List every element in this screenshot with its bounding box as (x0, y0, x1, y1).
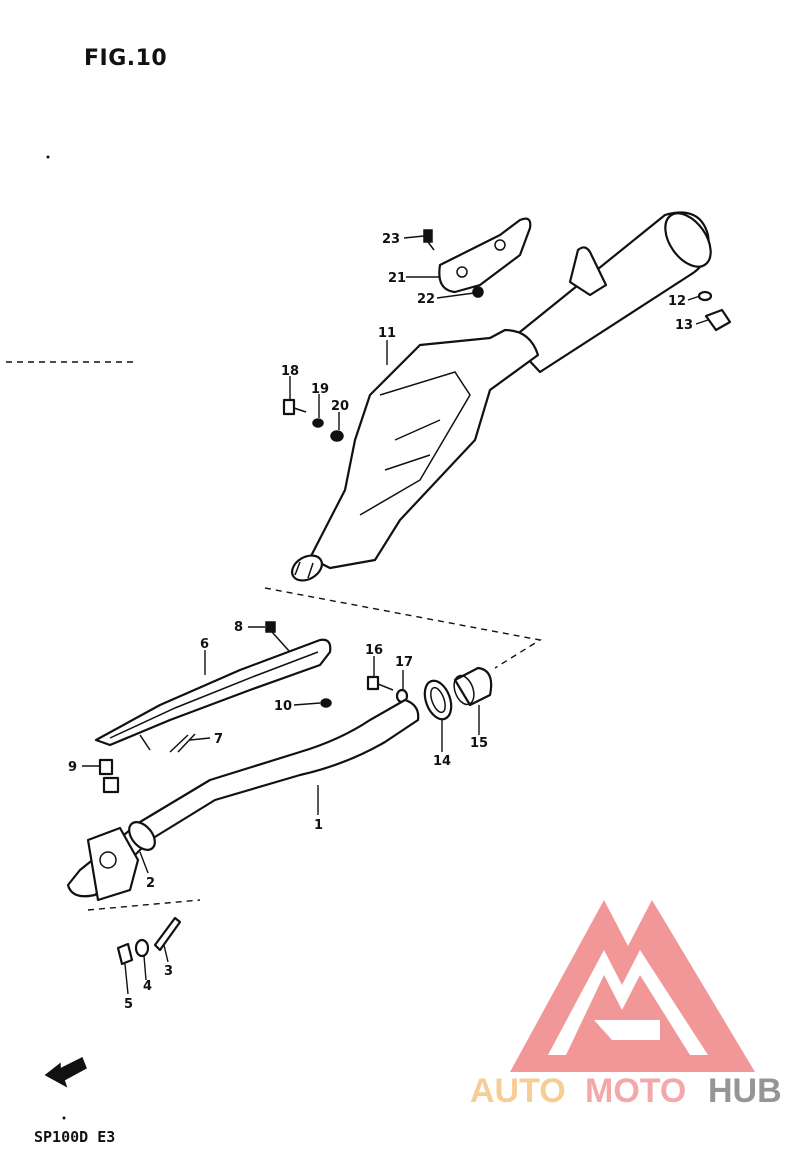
watermark-text-auto: AUTO (470, 1072, 566, 1110)
part-12-washer (697, 290, 713, 302)
speck (62, 1116, 66, 1120)
callout-21: 21 (388, 271, 406, 286)
part-18-bolt (282, 398, 307, 416)
part-15-gasket (453, 666, 493, 707)
callout-22: 22 (417, 292, 435, 307)
part-6-heat-guard (94, 638, 332, 751)
callout-4: 4 (143, 979, 152, 994)
callout-1: 1 (314, 818, 323, 833)
part-8-bolt (265, 621, 291, 653)
callout-19: 19 (311, 382, 329, 397)
assembly-line (264, 587, 542, 669)
callout-3: 3 (164, 964, 173, 979)
callout-5: 5 (124, 997, 133, 1012)
callout-17: 17 (395, 655, 413, 670)
callout-14: 14 (433, 754, 451, 769)
callout-13: 13 (675, 318, 693, 333)
watermark-text-hub: HUB (708, 1072, 782, 1110)
callout-labels: 1 2 3 4 5 6 7 8 9 10 11 12 13 14 15 16 1… (68, 232, 693, 1012)
callout-18: 18 (281, 364, 299, 379)
callout-10: 10 (274, 699, 292, 714)
muffler-assembly (290, 211, 712, 582)
part-3-stud (153, 916, 182, 952)
watermark-logo: AUTO MOTO HUB (470, 900, 782, 1110)
part-13-nut (704, 308, 732, 332)
callout-11: 11 (378, 326, 396, 341)
part-7-clamp (169, 733, 196, 753)
model-code: SP100D E3 (34, 1128, 116, 1146)
callout-16: 16 (365, 643, 383, 658)
callout-9: 9 (68, 760, 77, 775)
leader-lines (82, 235, 709, 995)
callout-6: 6 (200, 637, 209, 652)
part-9-clip (98, 758, 120, 794)
part-1-exhaust-pipe (66, 698, 420, 902)
part-14-clamp (423, 679, 453, 721)
callout-23: 23 (382, 232, 400, 247)
speck (46, 155, 50, 159)
part-4-washer (134, 938, 150, 958)
callout-2: 2 (146, 876, 155, 891)
callout-20: 20 (331, 399, 349, 414)
front-arrow-icon (44, 1056, 87, 1088)
part-20-nut (330, 430, 344, 442)
callout-8: 8 (234, 620, 243, 635)
part-10-nut (320, 698, 332, 708)
callout-15: 15 (470, 736, 488, 751)
part-21-bracket (438, 217, 532, 294)
part-22-nut (472, 286, 484, 298)
callout-12: 12 (668, 294, 686, 309)
part-19-washer (312, 418, 324, 428)
part-23-bolt (423, 229, 435, 251)
part-16-bolt (366, 675, 394, 691)
fig-title: FIG.10 (84, 46, 168, 71)
watermark-text-moto: MOTO (585, 1072, 686, 1110)
part-5-nut (116, 942, 134, 966)
flange-line (87, 899, 201, 911)
callout-7: 7 (214, 732, 223, 747)
